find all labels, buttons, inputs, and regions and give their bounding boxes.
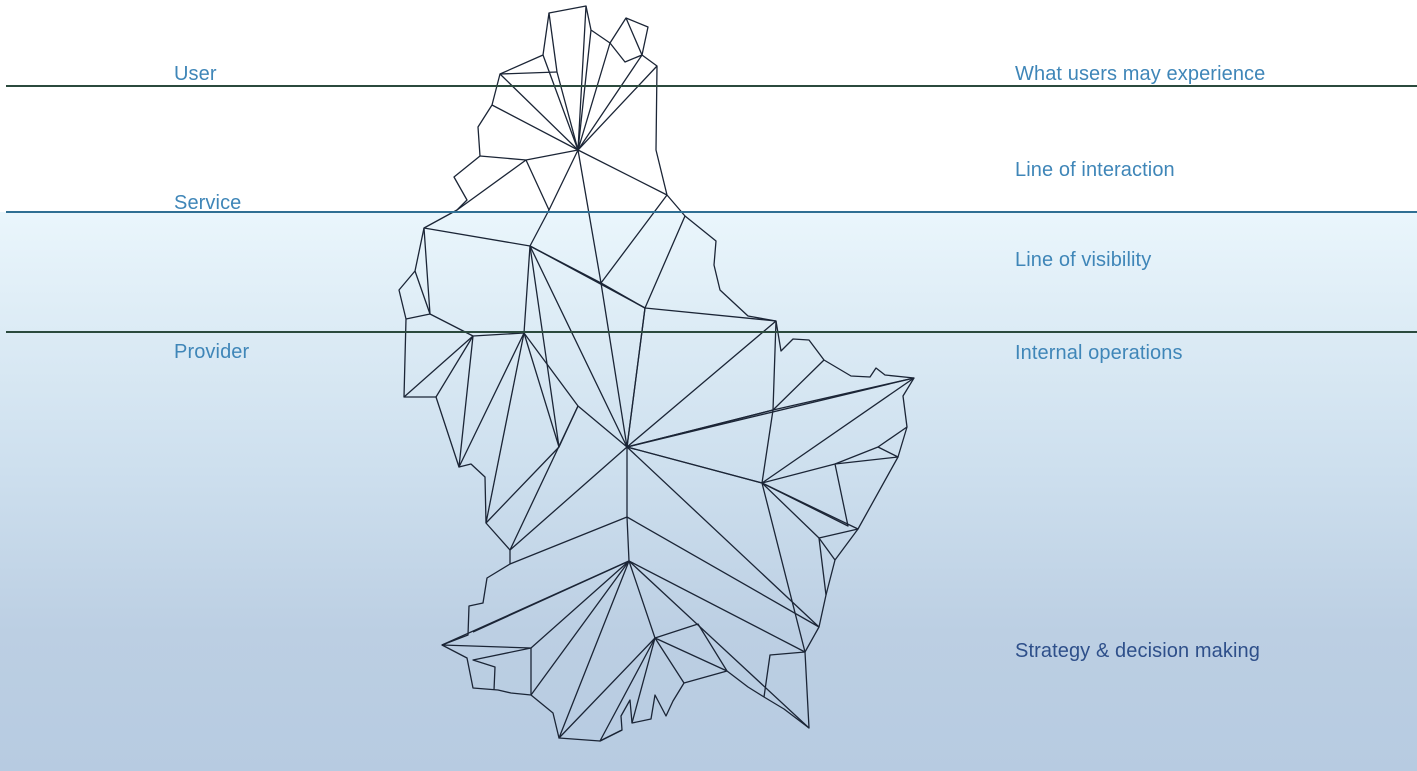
label-line-of-interaction: Line of interaction bbox=[1015, 159, 1175, 181]
label-line-of-visibility: Line of visibility bbox=[1015, 249, 1152, 271]
iceberg-outline bbox=[398, 5, 915, 742]
water-background bbox=[0, 212, 1417, 771]
line-of-interaction bbox=[6, 85, 1417, 87]
label-service: Service bbox=[174, 192, 242, 214]
label-provider: Provider bbox=[174, 341, 250, 363]
line-of-visibility bbox=[6, 211, 1417, 213]
label-strategy-decision-making: Strategy & decision making bbox=[1015, 640, 1260, 662]
label-what-users-experience: What users may experience bbox=[1015, 63, 1266, 85]
line-of-internal-interaction bbox=[6, 331, 1417, 333]
label-user: User bbox=[174, 63, 217, 85]
label-internal-operations: Internal operations bbox=[1015, 342, 1183, 364]
